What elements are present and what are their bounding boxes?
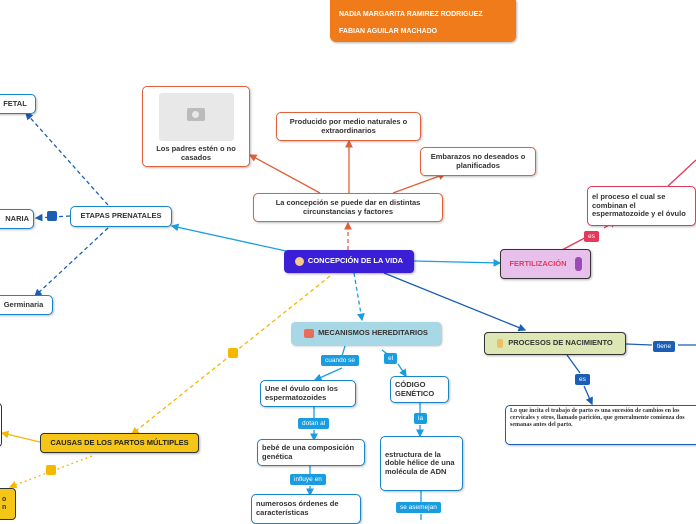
fert-desc-node[interactable]: el proceso el cual se combinan el esperm… — [587, 186, 696, 226]
natural-node[interactable]: Producido por medio naturales o extraord… — [276, 112, 421, 141]
planned-node[interactable]: Embarazos no deseados o planificados — [420, 147, 536, 176]
bebe-node[interactable]: bebé de una composición genética — [257, 439, 365, 466]
nacimiento-label: PROCESOS DE NACIMIENTO — [508, 338, 613, 348]
image-node-text: Los padres estén o no casados — [156, 144, 236, 162]
label-se-asemejan: se asemejan — [396, 502, 441, 513]
central-topic-label: CONCEPCIÓN DE LA VIDA — [307, 256, 404, 266]
codigo-node[interactable]: CÓDIGO GENÉTICO — [390, 376, 449, 403]
germinaria-left-node[interactable]: NARIA — [0, 209, 34, 229]
label-cuando-se: cuando se — [321, 355, 359, 366]
mecanismos-label: MECANISMOS HEREDITARIOS — [318, 328, 428, 338]
fertilizacion-node[interactable]: FERTILIZACIÓN — [500, 249, 591, 279]
family-icon — [304, 329, 315, 338]
conception-node[interactable]: La concepción se puede dar en distintas … — [253, 193, 443, 222]
label-dotan-al: dotan al — [298, 418, 330, 429]
etapas-node[interactable]: ETAPAS PRENATALES — [70, 206, 172, 227]
label-la: la — [414, 413, 428, 424]
union-node[interactable]: Une el óvulo con los espermatozoides — [260, 380, 356, 407]
label-influye-en: influye en — [290, 474, 326, 485]
germinaria-node[interactable]: Germinaria — [0, 295, 53, 315]
left-edge-node[interactable] — [0, 403, 2, 447]
label-tiene: tiene — [653, 341, 676, 352]
yellow-partial-node[interactable]: o n — [0, 488, 16, 520]
pregnant-woman-icon — [574, 257, 582, 271]
author-1: NADIA MARGARITA RAMIREZ RODRIGUEZ — [339, 11, 483, 18]
baby-face-icon — [294, 257, 304, 266]
image-node[interactable]: Los padres estén o no casados — [142, 86, 250, 167]
central-topic[interactable]: CONCEPCIÓN DE LA VIDA — [284, 250, 414, 273]
estructura-node[interactable]: estructura de la doble hélice de una mol… — [380, 436, 463, 491]
parto-node[interactable]: Lo que incita el trabajo de parto es una… — [505, 405, 696, 445]
baby-bottle-icon — [497, 339, 504, 348]
label-es-fert: es — [584, 231, 599, 242]
multiples-node[interactable]: CAUSAS DE LOS PARTOS MÚLTIPLES — [40, 433, 199, 453]
authors-header: NADIA MARGARITA RAMIREZ RODRIGUEZ FABIAN… — [330, 0, 516, 42]
fetal-node[interactable]: FETAL — [0, 94, 36, 114]
mecanismos-node[interactable]: MECANISMOS HEREDITARIOS — [291, 322, 441, 345]
camera-lens-icon — [192, 111, 199, 118]
ordenes-node[interactable]: numerosos órdenes de características — [251, 494, 361, 524]
label-el: el — [384, 353, 398, 364]
author-2: FABIAN AGUILAR MACHADO — [339, 28, 438, 35]
image-placeholder — [159, 93, 234, 141]
nacimiento-node[interactable]: PROCESOS DE NACIMIENTO — [484, 332, 626, 355]
fertilizacion-label: FERTILIZACIÓN — [509, 258, 567, 268]
label-es-nac: es — [575, 374, 590, 385]
